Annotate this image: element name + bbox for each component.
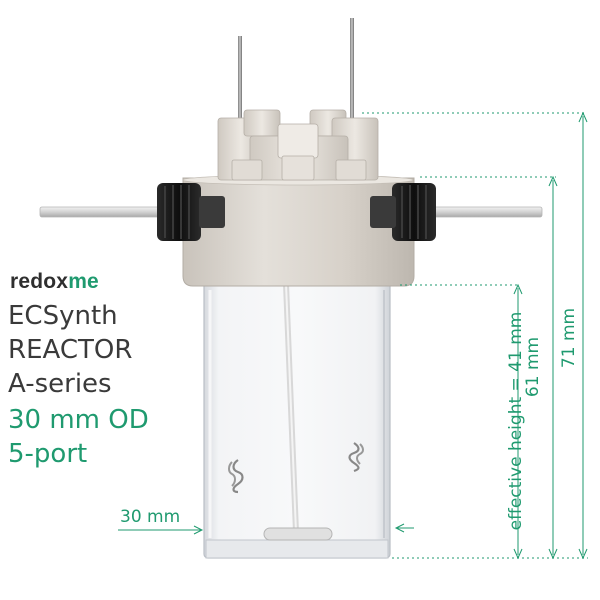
glass-vial — [203, 281, 391, 559]
reactor-cap — [182, 174, 415, 287]
dim-effective-label: effective height = 41 mm — [506, 311, 526, 531]
side-knobs — [157, 183, 436, 241]
inner-electrodes — [228, 281, 364, 541]
product-line-2: REACTOR — [8, 335, 133, 365]
dim-width-label: 30 mm — [120, 507, 181, 527]
product-line-1: ECSynth — [8, 301, 118, 331]
dim-61-arrow-bottom — [548, 548, 558, 560]
dim-71-arrow-bottom — [578, 548, 588, 560]
product-line-3: A-series — [8, 369, 112, 399]
dim-61-arrow-top — [548, 175, 558, 187]
top-wires — [238, 18, 354, 122]
dim-71-arrow-top — [578, 111, 588, 123]
dim-71-label: 71 mm — [559, 307, 579, 369]
product-ports: 5-port — [8, 439, 88, 469]
dimension-lines — [118, 111, 588, 560]
side-rods — [39, 206, 543, 218]
brand-logo: redoxme — [10, 270, 99, 294]
brand-name-a: redox — [10, 270, 69, 293]
dim-effective-arrow-top — [513, 283, 523, 295]
dim-width-arrow-left — [193, 525, 204, 535]
dim-width-arrow-right — [394, 523, 405, 533]
dim-effective-arrow-bottom — [513, 548, 523, 560]
dim-61-label: 61 mm — [523, 336, 543, 398]
product-diameter: 30 mm OD — [8, 405, 149, 435]
brand-name-b: me — [68, 270, 99, 293]
top-fittings — [217, 109, 379, 181]
